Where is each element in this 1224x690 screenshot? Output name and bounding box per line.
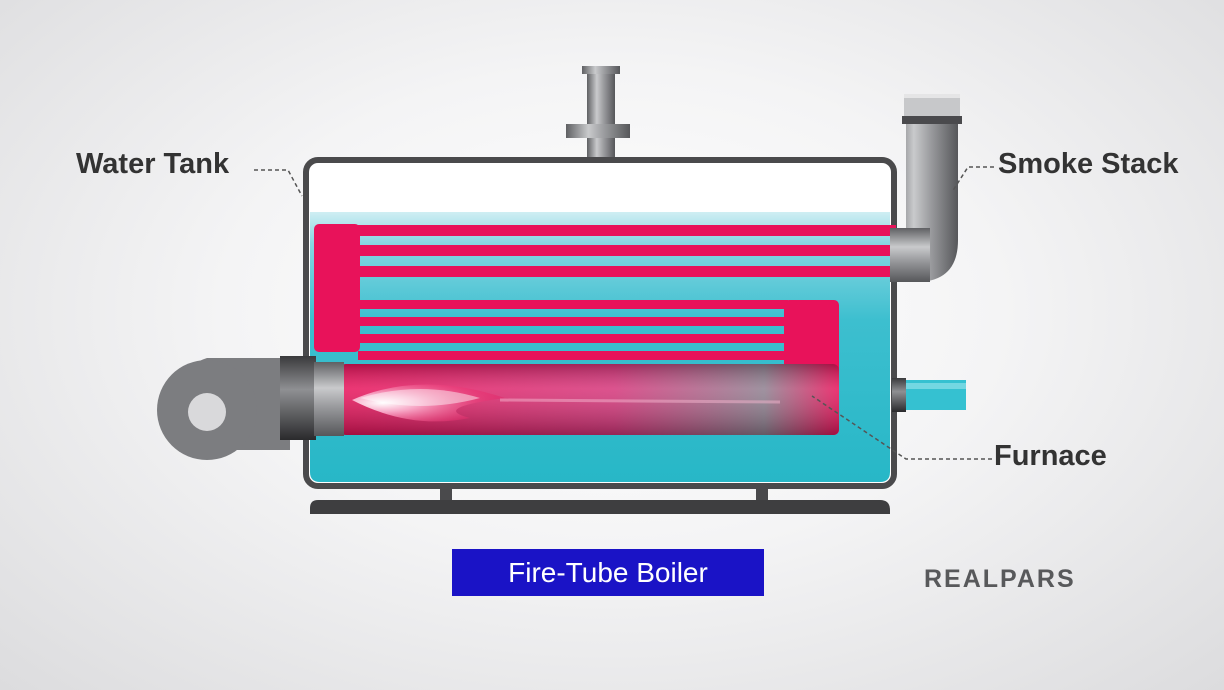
smoke-stack xyxy=(890,94,962,282)
smoke-stack-label: Smoke Stack xyxy=(998,148,1179,180)
burner-blower xyxy=(157,356,344,460)
furnace-label: Furnace xyxy=(994,440,1107,472)
furnace xyxy=(340,364,839,435)
flame-icon xyxy=(352,384,505,422)
leader-lines xyxy=(254,166,994,460)
water-tank-label: Water Tank xyxy=(76,148,230,180)
diagram-caption: Fire-Tube Boiler xyxy=(452,549,764,596)
steam-outlet-pipe xyxy=(566,66,630,162)
brand-logo: REALPARS xyxy=(924,565,1076,593)
water-outlet-pipe xyxy=(892,378,966,412)
base-skid xyxy=(310,486,890,514)
